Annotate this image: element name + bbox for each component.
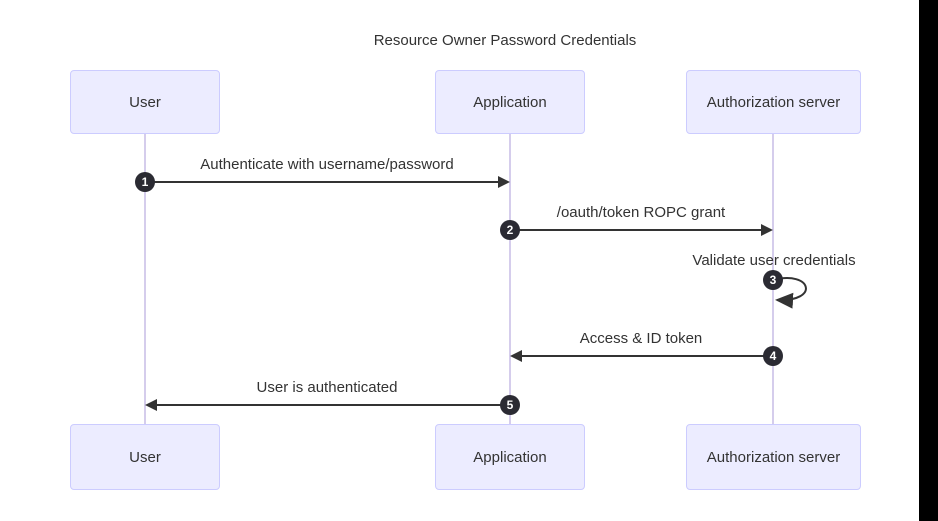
actor-label: Application (473, 93, 547, 111)
arrowhead-right-icon (498, 176, 510, 188)
message-label: User is authenticated (256, 379, 398, 396)
actor-top-user: User (70, 70, 220, 134)
self-loop-arrow (772, 277, 807, 309)
sequence-number-badge: 3 (763, 270, 783, 290)
arrowhead-right-icon (761, 224, 773, 236)
actor-bottom-authorization-server: Authorization server (686, 424, 861, 490)
arrowhead-left-icon (145, 399, 157, 411)
message-label: Access & ID token (579, 330, 703, 347)
actor-label: User (129, 93, 161, 111)
message-label: Validate user credentials (692, 252, 856, 269)
actor-bottom-user: User (70, 424, 220, 490)
lifeline-user (144, 134, 146, 424)
sequence-number-badge: 1 (135, 172, 155, 192)
actor-top-application: Application (435, 70, 585, 134)
message-arrow (145, 181, 499, 183)
diagram-title: Resource Owner Password Credentials (373, 32, 637, 49)
actor-label: Application (473, 448, 547, 466)
sequence-number-badge: 2 (500, 220, 520, 240)
sequence-number-badge: 4 (763, 346, 783, 366)
message-arrow (521, 355, 773, 357)
lifeline-application (509, 134, 511, 424)
message-label: Authenticate with username/password (200, 156, 454, 173)
actor-top-authorization-server: Authorization server (686, 70, 861, 134)
message-label: /oauth/token ROPC grant (556, 204, 726, 221)
arrowhead-left-icon (510, 350, 522, 362)
actor-label: Authorization server (706, 448, 841, 466)
message-arrow (156, 404, 510, 406)
actor-bottom-application: Application (435, 424, 585, 490)
actor-label: User (129, 448, 161, 466)
actor-label: Authorization server (706, 93, 841, 111)
sequence-number-badge: 5 (500, 395, 520, 415)
message-arrow (510, 229, 762, 231)
window-edge-bar (919, 0, 938, 521)
